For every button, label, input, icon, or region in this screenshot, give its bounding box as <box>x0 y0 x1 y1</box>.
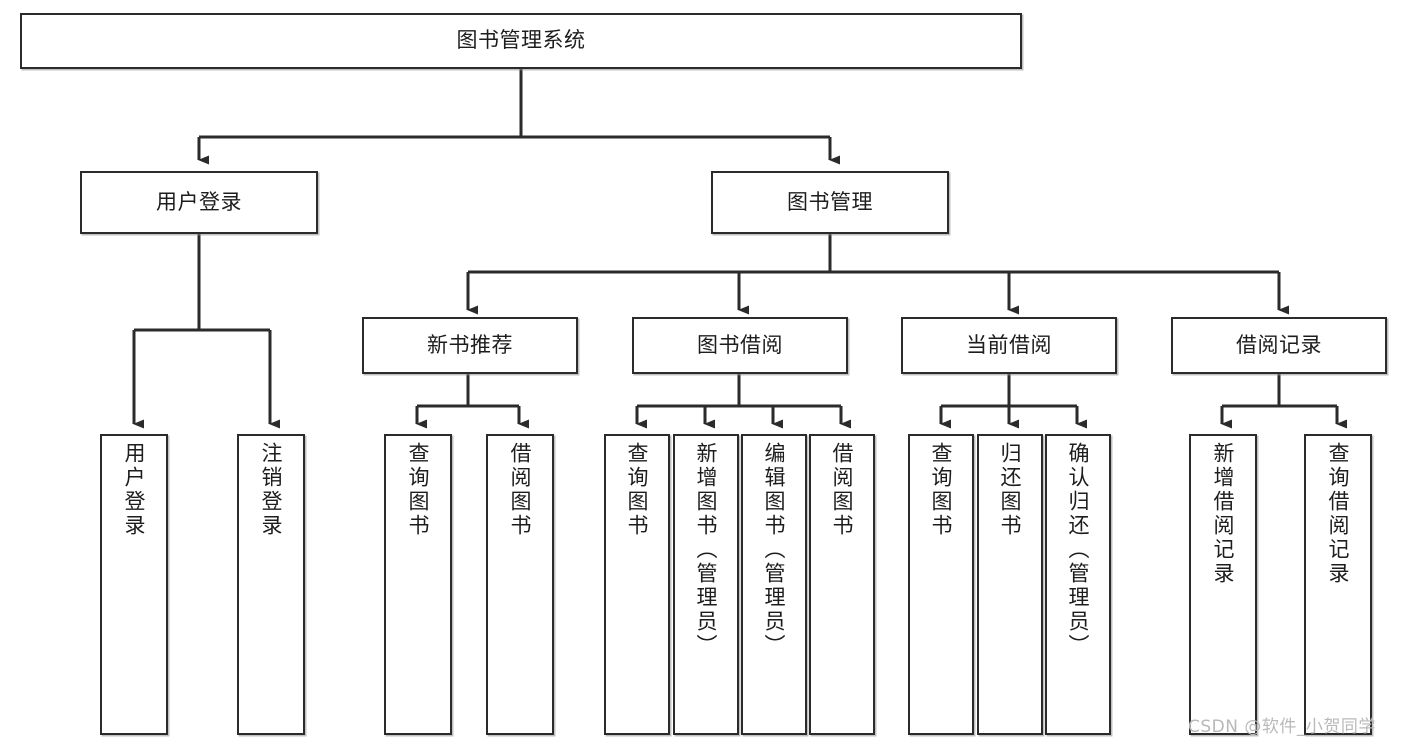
node-root-label: 图书管理系统 <box>456 28 586 53</box>
node-user-login-label: 用户登录 <box>156 189 242 214</box>
leaf-query-borrow-record[interactable]: 查询借阅记录 <box>1304 434 1372 735</box>
leaf-query-book-3[interactable]: 查询图书 <box>908 434 974 735</box>
node-book-management-label: 图书管理 <box>787 189 873 214</box>
node-current-borrow[interactable]: 当前借阅 <box>901 317 1117 374</box>
leaf-logout-label: 注销登录 <box>259 442 284 538</box>
leaf-query-book-1-label: 查询图书 <box>406 442 431 538</box>
leaf-confirm-return-admin[interactable]: 确认归还（管理员） <box>1045 434 1111 735</box>
leaf-user-login[interactable]: 用户登录 <box>100 434 168 735</box>
watermark-text: CSDN @软件_小贺同学 <box>1188 717 1376 737</box>
leaf-query-book-2[interactable]: 查询图书 <box>604 434 670 735</box>
leaf-logout[interactable]: 注销登录 <box>237 434 305 735</box>
leaf-query-book-2-label: 查询图书 <box>625 442 650 538</box>
node-user-login[interactable]: 用户登录 <box>80 171 318 234</box>
leaf-edit-book-admin-label: 编辑图书（管理员） <box>762 442 787 658</box>
leaf-query-borrow-record-label: 查询借阅记录 <box>1326 442 1351 586</box>
node-book-borrow-label: 图书借阅 <box>697 332 783 357</box>
node-book-borrow[interactable]: 图书借阅 <box>632 317 848 374</box>
leaf-confirm-return-admin-label: 确认归还（管理员） <box>1066 442 1091 658</box>
leaf-borrow-book-2-label: 借阅图书 <box>830 442 855 538</box>
leaf-add-borrow-record[interactable]: 新增借阅记录 <box>1189 434 1257 735</box>
leaf-user-login-label: 用户登录 <box>122 442 147 538</box>
node-root-book-management-system[interactable]: 图书管理系统 <box>20 13 1022 69</box>
leaf-borrow-book-1-label: 借阅图书 <box>508 442 533 538</box>
leaf-add-book-admin-label: 新增图书（管理员） <box>694 442 719 658</box>
leaf-query-book-1[interactable]: 查询图书 <box>384 434 452 735</box>
leaf-add-book-admin[interactable]: 新增图书（管理员） <box>673 434 739 735</box>
leaf-return-book[interactable]: 归还图书 <box>977 434 1043 735</box>
node-current-borrow-label: 当前借阅 <box>966 332 1052 357</box>
node-book-management[interactable]: 图书管理 <box>711 171 949 234</box>
node-new-book-recommend-label: 新书推荐 <box>427 332 513 357</box>
node-borrow-record[interactable]: 借阅记录 <box>1171 317 1387 374</box>
leaf-query-book-3-label: 查询图书 <box>929 442 954 538</box>
leaf-return-book-label: 归还图书 <box>998 442 1023 538</box>
leaf-edit-book-admin[interactable]: 编辑图书（管理员） <box>741 434 807 735</box>
node-borrow-record-label: 借阅记录 <box>1236 332 1322 357</box>
leaf-borrow-book-2[interactable]: 借阅图书 <box>809 434 875 735</box>
leaf-add-borrow-record-label: 新增借阅记录 <box>1211 442 1236 586</box>
node-new-book-recommend[interactable]: 新书推荐 <box>362 317 578 374</box>
leaf-borrow-book-1[interactable]: 借阅图书 <box>486 434 554 735</box>
